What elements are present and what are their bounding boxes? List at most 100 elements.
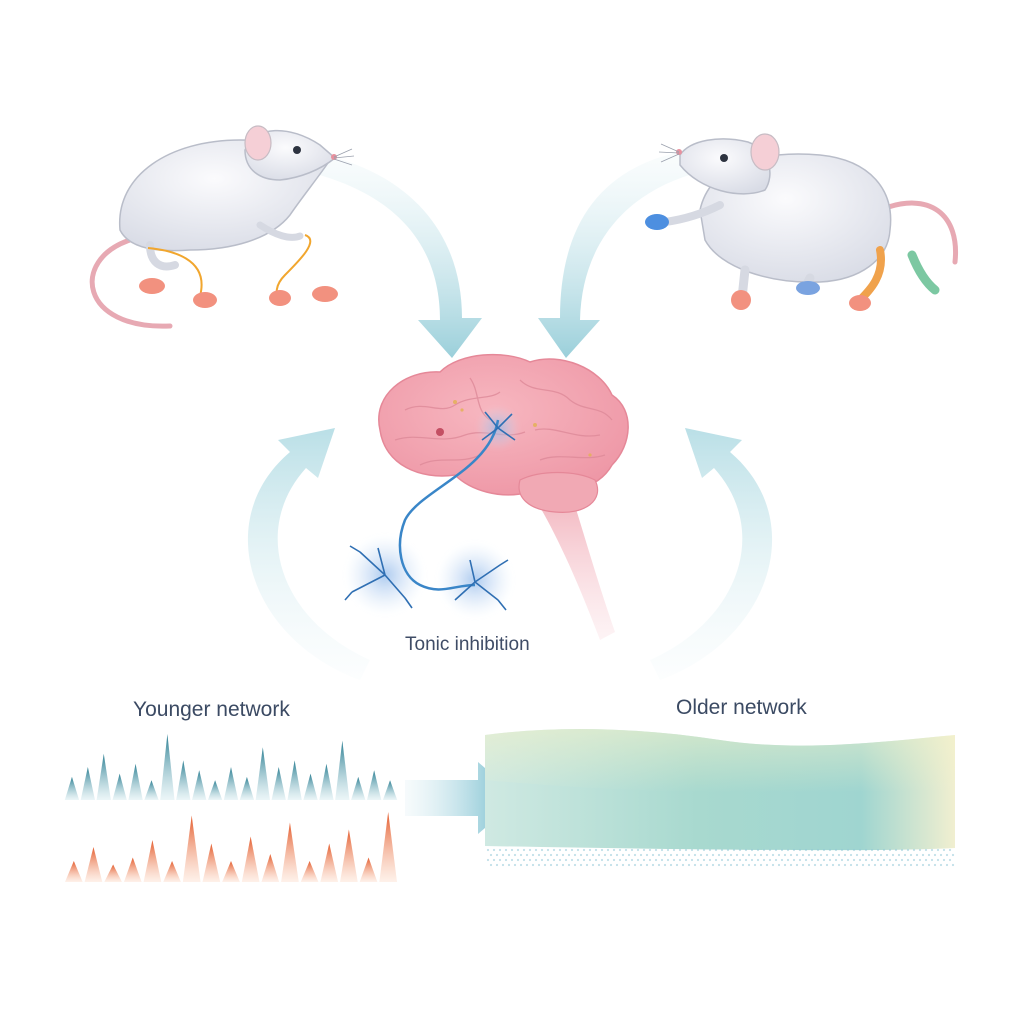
texture-dot <box>846 858 850 862</box>
texture-dot <box>531 863 535 867</box>
texture-dot <box>627 853 631 857</box>
texture-dot <box>519 863 523 867</box>
texture-dot <box>825 853 829 857</box>
texture-dot <box>711 863 715 867</box>
texture-dot <box>921 863 925 867</box>
texture-dot <box>831 863 835 867</box>
texture-dot <box>621 853 625 857</box>
texture-dot <box>714 848 718 852</box>
texture-dot <box>891 863 895 867</box>
younger-network-orange-trace <box>64 812 398 882</box>
texture-dot <box>609 863 613 867</box>
texture-dot <box>885 853 889 857</box>
texture-dot <box>732 858 736 862</box>
texture-dot <box>912 858 916 862</box>
texture-dot <box>807 863 811 867</box>
texture-dot <box>693 863 697 867</box>
texture-dot <box>594 848 598 852</box>
texture-dot <box>876 858 880 862</box>
texture-dot <box>816 858 820 862</box>
younger-network-blue-trace <box>64 734 398 800</box>
texture-dot <box>522 848 526 852</box>
texture-dot <box>672 858 676 862</box>
texture-dot <box>648 848 652 852</box>
texture-dot <box>501 853 505 857</box>
blue-spike <box>96 753 111 800</box>
texture-dot <box>663 853 667 857</box>
texture-dot <box>498 848 502 852</box>
texture-dot <box>858 858 862 862</box>
texture-dot <box>852 858 856 862</box>
texture-dot <box>558 858 562 862</box>
texture-dot <box>750 858 754 862</box>
texture-dot <box>600 858 604 862</box>
texture-dot <box>510 858 514 862</box>
texture-dot <box>567 863 571 867</box>
texture-dot <box>573 863 577 867</box>
texture-dot <box>495 853 499 857</box>
texture-dot <box>834 858 838 862</box>
texture-dot <box>750 848 754 852</box>
texture-dot <box>795 863 799 867</box>
texture-dot <box>495 863 499 867</box>
texture-dot <box>489 863 493 867</box>
texture-dot <box>855 853 859 857</box>
texture-dot <box>798 848 802 852</box>
texture-dot <box>675 853 679 857</box>
texture-dot <box>528 848 532 852</box>
texture-dot <box>588 858 592 862</box>
texture-dot <box>939 853 943 857</box>
texture-dot <box>768 858 772 862</box>
texture-dot <box>633 863 637 867</box>
orange-spike <box>104 864 122 882</box>
texture-dot <box>618 848 622 852</box>
texture-dot <box>615 853 619 857</box>
texture-dot <box>918 858 922 862</box>
texture-dot <box>912 848 916 852</box>
texture-dot <box>828 848 832 852</box>
texture-dot <box>705 863 709 867</box>
texture-dot <box>864 858 868 862</box>
texture-dot <box>819 853 823 857</box>
texture-dot <box>741 863 745 867</box>
texture-dot <box>633 853 637 857</box>
older-network-label: Older network <box>676 696 807 719</box>
texture-dot <box>669 863 673 867</box>
texture-dot <box>894 848 898 852</box>
texture-dot <box>681 863 685 867</box>
texture-dot <box>942 858 946 862</box>
texture-dot <box>717 863 721 867</box>
texture-dot <box>702 858 706 862</box>
texture-dot <box>648 858 652 862</box>
texture-dot <box>783 853 787 857</box>
texture-dot <box>561 853 565 857</box>
texture-dot <box>534 848 538 852</box>
texture-dot <box>528 858 532 862</box>
texture-dot <box>663 863 667 867</box>
texture-dot <box>651 853 655 857</box>
texture-dot <box>753 853 757 857</box>
texture-dot <box>894 858 898 862</box>
blue-spike <box>382 780 398 800</box>
texture-dot <box>807 853 811 857</box>
texture-dot <box>576 858 580 862</box>
texture-dot <box>594 858 598 862</box>
blue-spike <box>176 760 191 800</box>
orange-spike <box>241 836 260 882</box>
texture-dot <box>765 863 769 867</box>
texture-dot <box>927 853 931 857</box>
texture-dot <box>918 848 922 852</box>
blue-spike <box>255 747 270 800</box>
texture-dot <box>702 848 706 852</box>
texture-dot <box>900 848 904 852</box>
texture-dot <box>711 853 715 857</box>
texture-dot <box>567 853 571 857</box>
texture-dot <box>768 848 772 852</box>
texture-dot <box>792 848 796 852</box>
texture-dot <box>837 853 841 857</box>
texture-dot <box>861 853 865 857</box>
texture-dot <box>531 853 535 857</box>
texture-dot <box>510 848 514 852</box>
texture-dot <box>867 863 871 867</box>
